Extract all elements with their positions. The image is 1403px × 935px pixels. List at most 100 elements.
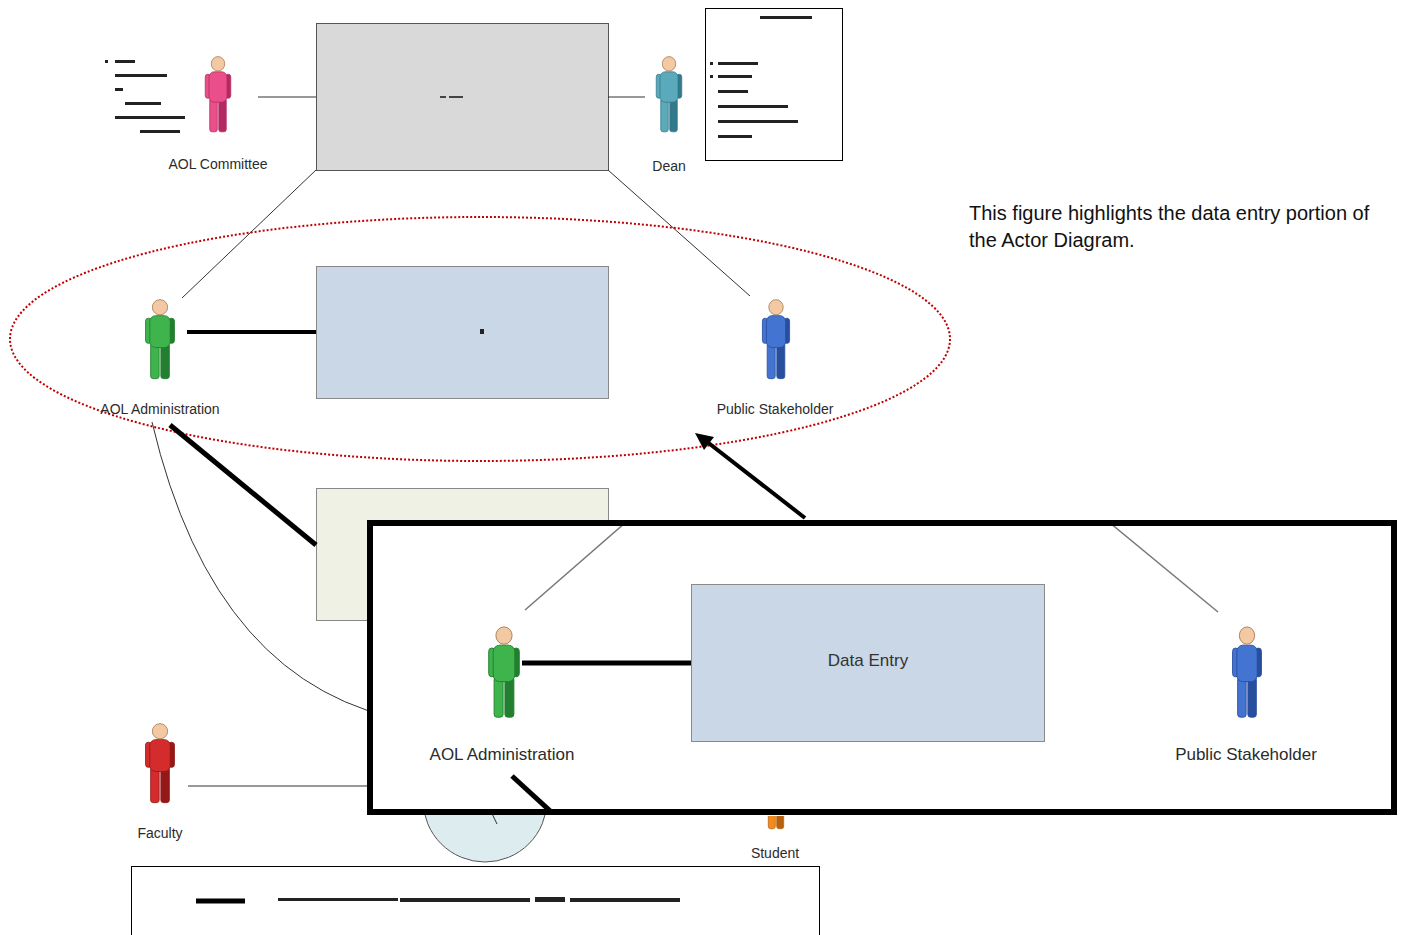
actor-torso [660,72,678,102]
actor-head [769,300,783,315]
thick-link [170,425,316,545]
pointer-arrowhead [695,433,714,450]
link-line [1110,523,1218,612]
illegible-text [718,120,798,123]
link-line [525,523,625,610]
illegible-text [760,16,812,19]
actor-icon [143,722,177,806]
actor-head [211,57,225,71]
actor-torso [150,740,170,772]
illegible-text [400,898,530,902]
actor-icon-holder [760,298,792,382]
illegible-text [115,74,167,77]
inset-ground [370,523,1394,812]
actor-leg [219,98,227,132]
illegible-text [535,897,565,902]
actor-head [1239,627,1254,644]
actor: Dean [654,55,684,135]
actor-icon-frame [486,625,522,721]
actor-icon-frame [1230,625,1264,721]
actor-leg [661,98,669,132]
illegible-text [115,60,135,63]
actor-icon-holder [143,298,177,382]
actor-icon-frame [760,298,792,382]
actor-head [496,627,512,644]
actor-label: Dean [652,158,685,175]
actor: Public Stakeholder [1230,625,1264,721]
illegible-text [278,897,680,902]
actor-leg [151,767,160,802]
actor-head [152,724,167,739]
actor-label: Public Stakeholder [1175,745,1317,765]
illegible-text [718,90,748,93]
actor-leg [1238,677,1247,717]
actor-torso [766,316,785,348]
legend-line-sample [196,899,245,904]
actor-label: AOL Committee [168,156,267,173]
process-box: Data Entry [691,584,1045,742]
illegible-text [115,116,185,119]
actor: Public Stakeholder [760,298,792,382]
actor-label: Public Stakeholder [717,401,834,418]
pointer-arrow [706,441,805,518]
illegible-text [718,105,788,108]
actor-icon-holder [1230,625,1264,721]
note-box [706,9,843,161]
actor-icon-frame [654,55,684,135]
inset-frame [370,523,1394,812]
illegible-text [105,60,108,63]
grey-box [317,24,609,171]
actor-leg [505,677,514,717]
caption: This figure highlights the data entry po… [969,200,1395,254]
link-line [258,97,316,98]
link-line [608,170,750,296]
actor-icon-frame [203,55,233,135]
actor: AOL Committee [203,55,233,135]
illegible-text [710,16,812,138]
actor-icon [143,298,177,382]
actor-icon-holder [203,55,233,135]
actor-torso [1237,645,1257,681]
thick-link [187,330,316,334]
data-entry-box-small [317,267,609,399]
actor-icon-holder [143,722,177,806]
actor-icon-frame [143,722,177,806]
actor-icon [1230,625,1264,721]
actor-torso [150,316,170,348]
actor-label: AOL Administration [430,745,575,765]
actor-label: Student [751,845,799,862]
link-line [182,170,316,298]
actor-icon-holder [762,816,790,832]
caption-text: This figure highlights the data entry po… [969,202,1369,251]
actor-leg [767,343,775,378]
connector [522,661,691,666]
actor-leg [768,816,775,829]
inset-lines [512,523,1218,812]
actor-leg [777,343,785,378]
actor-head [152,300,167,315]
actor-icon [762,816,790,832]
illegible-text [718,135,752,138]
actor-icon-holder [486,625,522,721]
actor-icon [654,55,684,135]
actor-torso [209,72,227,102]
actor-leg [151,343,160,378]
actor-leg [161,343,170,378]
actor: Faculty [143,722,177,806]
actor-icon-frame [762,816,790,832]
illegible-text [278,898,398,901]
actor-torso [493,645,515,681]
actor-head [662,57,676,71]
highlight-ellipse [10,217,950,461]
illegible-text [140,130,180,133]
box-label: Data Entry [828,651,908,671]
illegible-text [449,96,463,98]
actor: Student [762,816,790,832]
thick-link [512,776,560,812]
illegible-text [710,62,713,65]
actor-icon [486,625,522,721]
actor-leg [1248,677,1257,717]
